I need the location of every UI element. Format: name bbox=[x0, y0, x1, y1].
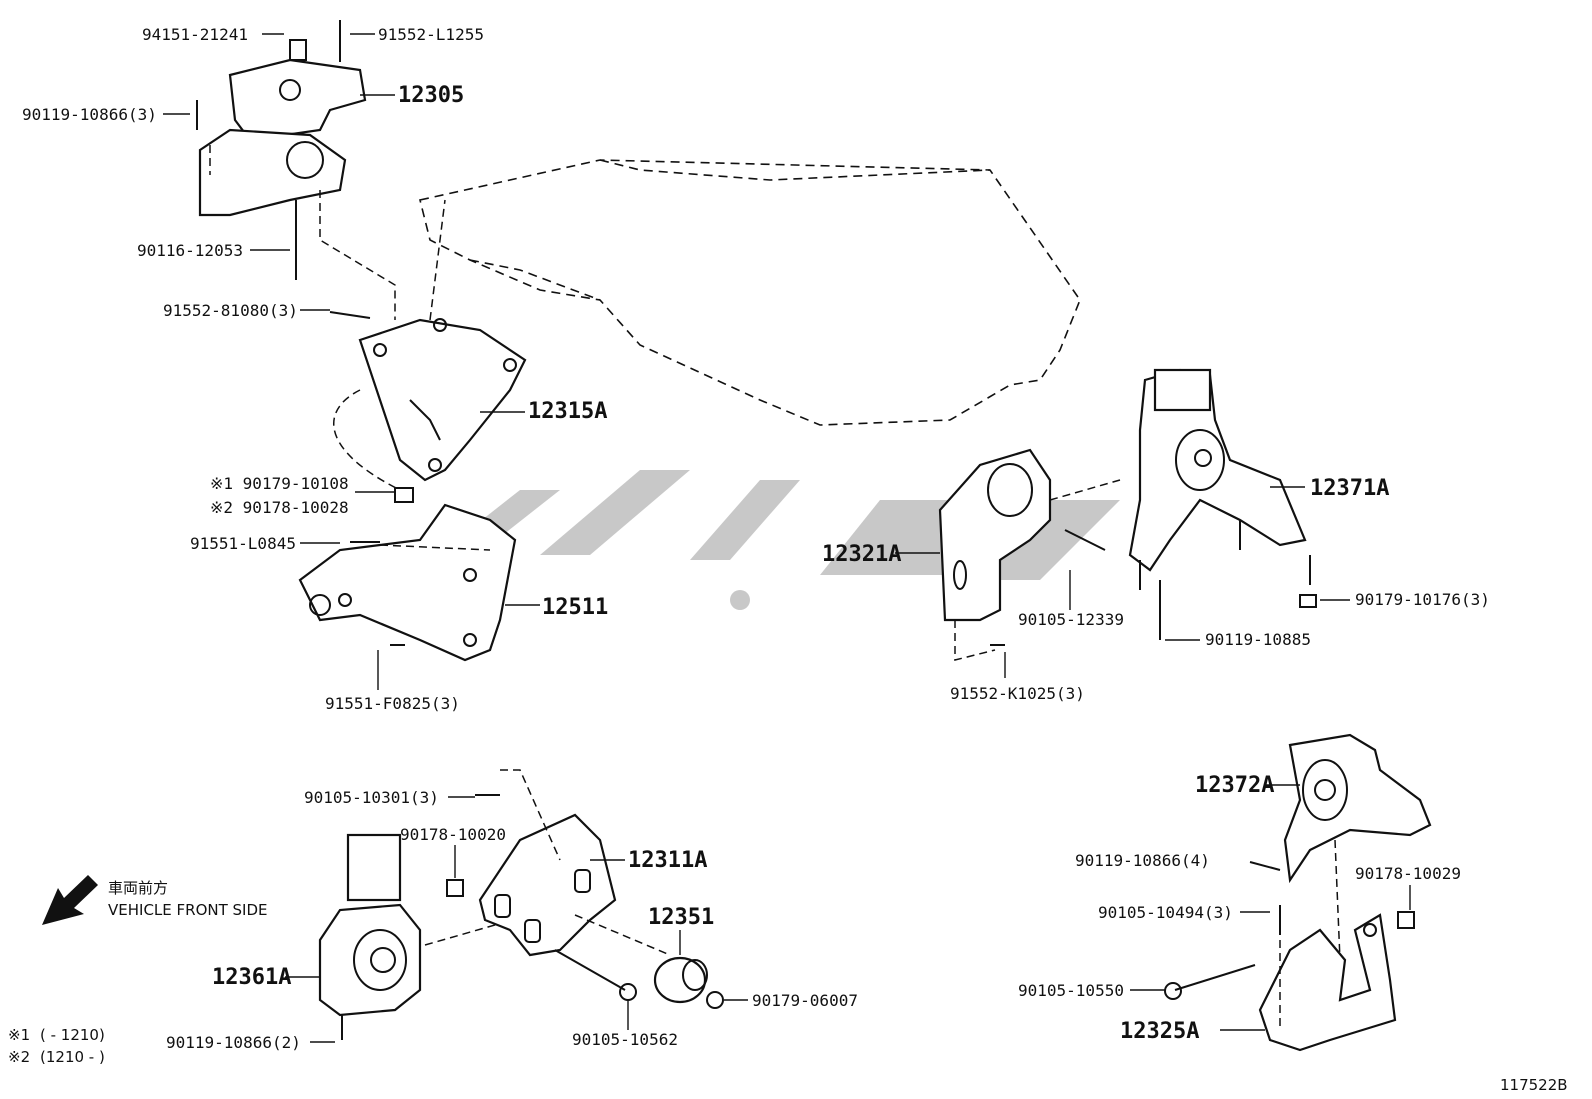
part-label-91552-K1025-3: 91552-K1025(3) bbox=[950, 684, 1085, 703]
engine-block-outline bbox=[419, 159, 1081, 426]
part-label-12321A: 12321A bbox=[822, 542, 901, 567]
part-label-90119-10866-3: 90119-10866(3) bbox=[22, 105, 157, 124]
engine-bracket-12511 bbox=[298, 503, 517, 662]
footnotes: ※1 ( - 1210) ※2 (1210 - ) bbox=[8, 1026, 105, 1066]
footnote-text-1: ( - 1210) bbox=[40, 1026, 105, 1044]
reference-code: 117522B bbox=[1500, 1076, 1568, 1094]
part-label-90105-10550: 90105-10550 bbox=[1018, 981, 1124, 1000]
part-label-12372A: 12372A bbox=[1195, 773, 1274, 798]
part-labels: 94151-21241 91552-L1255 12305 90119-1086… bbox=[22, 25, 1490, 1052]
part-label-12325A: 12325A bbox=[1120, 1019, 1199, 1044]
part-label-90119-10866-2: 90119-10866(2) bbox=[166, 1033, 301, 1052]
mount-12361A bbox=[318, 833, 531, 1040]
part-label-90105-10301-3: 90105-10301(3) bbox=[304, 788, 439, 807]
bracket-12325A bbox=[1164, 905, 1397, 1052]
part-label-90178-10020: 90178-10020 bbox=[400, 825, 506, 844]
front-label-en: VEHICLE FRONT SIDE bbox=[108, 901, 268, 919]
part-label-90105-10562: 90105-10562 bbox=[572, 1030, 678, 1049]
part-label-90119-10866-4: 90119-10866(4) bbox=[1075, 851, 1210, 870]
part-label-12511: 12511 bbox=[542, 595, 608, 620]
bracket-12311A bbox=[446, 769, 671, 1001]
spacer-12351 bbox=[653, 956, 724, 1009]
front-label-jp: 車両前方 bbox=[108, 879, 168, 897]
part-label-90105-10494-3: 90105-10494(3) bbox=[1098, 903, 1233, 922]
part-label-90178-10029: 90178-10029 bbox=[1355, 864, 1461, 883]
part-label-12311A: 12311A bbox=[628, 848, 707, 873]
engine-bracket-12315A bbox=[329, 199, 527, 503]
part-label-90179-10176-3: 90179-10176(3) bbox=[1355, 590, 1490, 609]
footnote-mark-2: ※2 bbox=[8, 1048, 30, 1066]
part-label-90179-10108: ※1 90179-10108 bbox=[210, 474, 349, 493]
part-label-91551-L0845: 91551-L0845 bbox=[190, 534, 296, 553]
mount-12371A bbox=[1128, 368, 1317, 640]
engine-mount-12305 bbox=[196, 20, 396, 320]
part-label-12305: 12305 bbox=[398, 83, 464, 108]
part-label-94151-21241: 94151-21241 bbox=[142, 25, 248, 44]
mount-bracket-12321A bbox=[938, 448, 1121, 661]
footnote-mark-1: ※1 bbox=[8, 1026, 30, 1044]
part-label-91552-81080-3: 91552-81080(3) bbox=[163, 301, 298, 320]
part-label-91551-F0825-3: 91551-F0825(3) bbox=[325, 694, 460, 713]
vehicle-front-note: 車両前方 VEHICLE FRONT SIDE bbox=[108, 879, 268, 919]
part-label-12371A: 12371A bbox=[1310, 476, 1389, 501]
part-label-12361A: 12361A bbox=[212, 965, 291, 990]
part-label-91552-L1255: 91552-L1255 bbox=[378, 25, 484, 44]
vehicle-front-arrow-icon bbox=[42, 875, 98, 925]
part-label-12315A: 12315A bbox=[528, 399, 607, 424]
leader-lines bbox=[163, 33, 1411, 1043]
part-label-90178-10028: ※2 90178-10028 bbox=[210, 498, 349, 517]
part-label-90116-12053: 90116-12053 bbox=[137, 241, 243, 260]
footnote-text-2: (1210 - ) bbox=[40, 1048, 105, 1066]
part-label-12351: 12351 bbox=[648, 905, 714, 930]
mount-12372A bbox=[1249, 733, 1432, 961]
part-label-90119-10885: 90119-10885 bbox=[1205, 630, 1311, 649]
part-label-90179-06007: 90179-06007 bbox=[752, 991, 858, 1010]
part-label-90105-12339: 90105-12339 bbox=[1018, 610, 1124, 629]
